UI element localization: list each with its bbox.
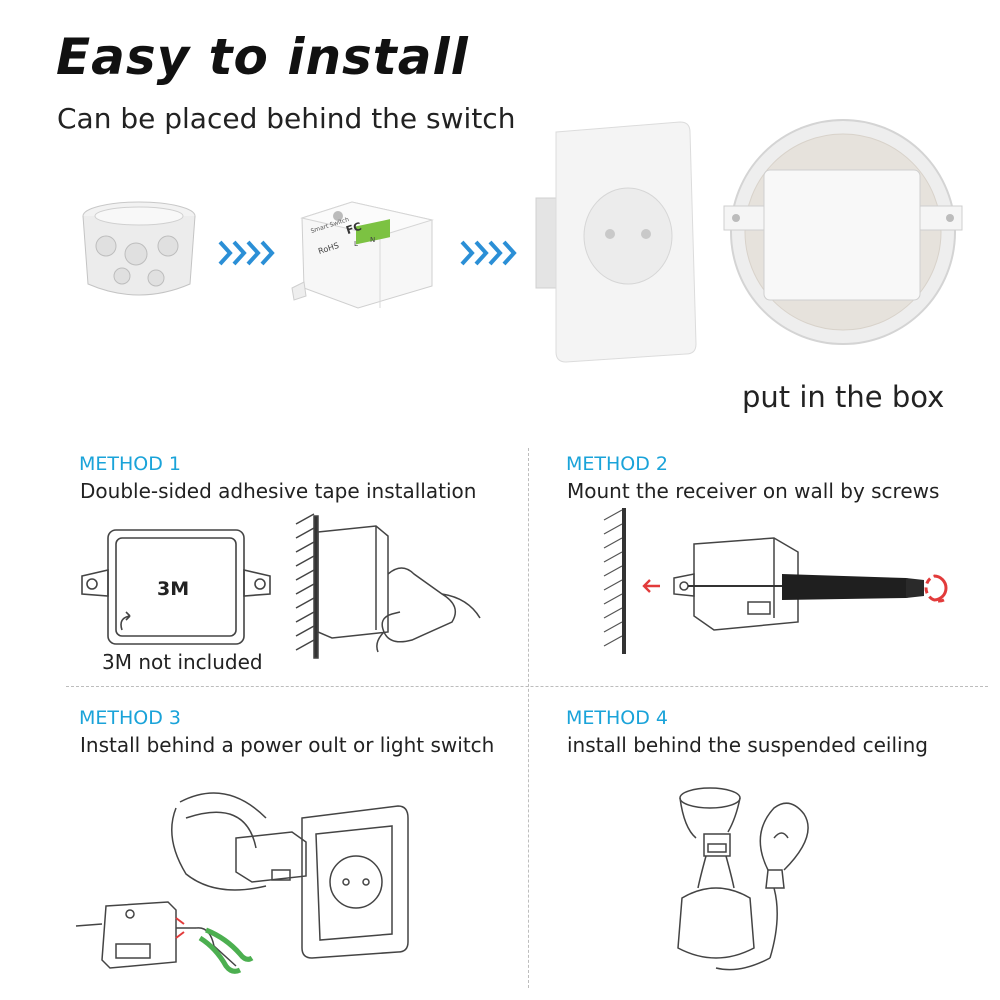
method-3-label: METHOD 3 xyxy=(79,707,182,729)
method-2-label: METHOD 2 xyxy=(566,453,669,475)
horizontal-divider xyxy=(66,686,988,687)
screw-mount-illustration xyxy=(603,508,948,654)
ceiling-install-illustration xyxy=(677,787,809,971)
module-label-n: N xyxy=(370,236,376,244)
switch-module-image xyxy=(291,201,434,309)
module-label-l: L xyxy=(354,240,358,248)
page-subtitle: Can be placed behind the switch xyxy=(57,102,516,135)
outlet-install-illustration xyxy=(75,792,409,974)
wall-press-illustration xyxy=(295,513,481,659)
vertical-divider xyxy=(528,448,529,988)
box-caption: put in the box xyxy=(742,380,945,414)
method-1-label: METHOD 1 xyxy=(79,453,182,475)
tape-module-illustration xyxy=(81,529,271,645)
method-1-note: 3M not included xyxy=(102,650,263,674)
method-2-description: Mount the receiver on wall by screws xyxy=(567,479,940,503)
chevron-arrows-icon xyxy=(460,240,517,266)
page-title: Easy to install xyxy=(56,28,469,86)
module-in-box-image xyxy=(723,119,963,345)
method-4-label: METHOD 4 xyxy=(566,707,669,729)
method-4-description: install behind the suspended ceiling xyxy=(567,733,928,757)
junction-box-image xyxy=(82,201,196,296)
method-3-description: Install behind a power oult or light swi… xyxy=(80,733,495,757)
tape-3m-label: 3M xyxy=(157,578,190,600)
wall-socket-image xyxy=(535,121,697,363)
method-1-description: Double-sided adhesive tape installation xyxy=(80,479,477,503)
chevron-arrows-icon xyxy=(218,240,275,266)
